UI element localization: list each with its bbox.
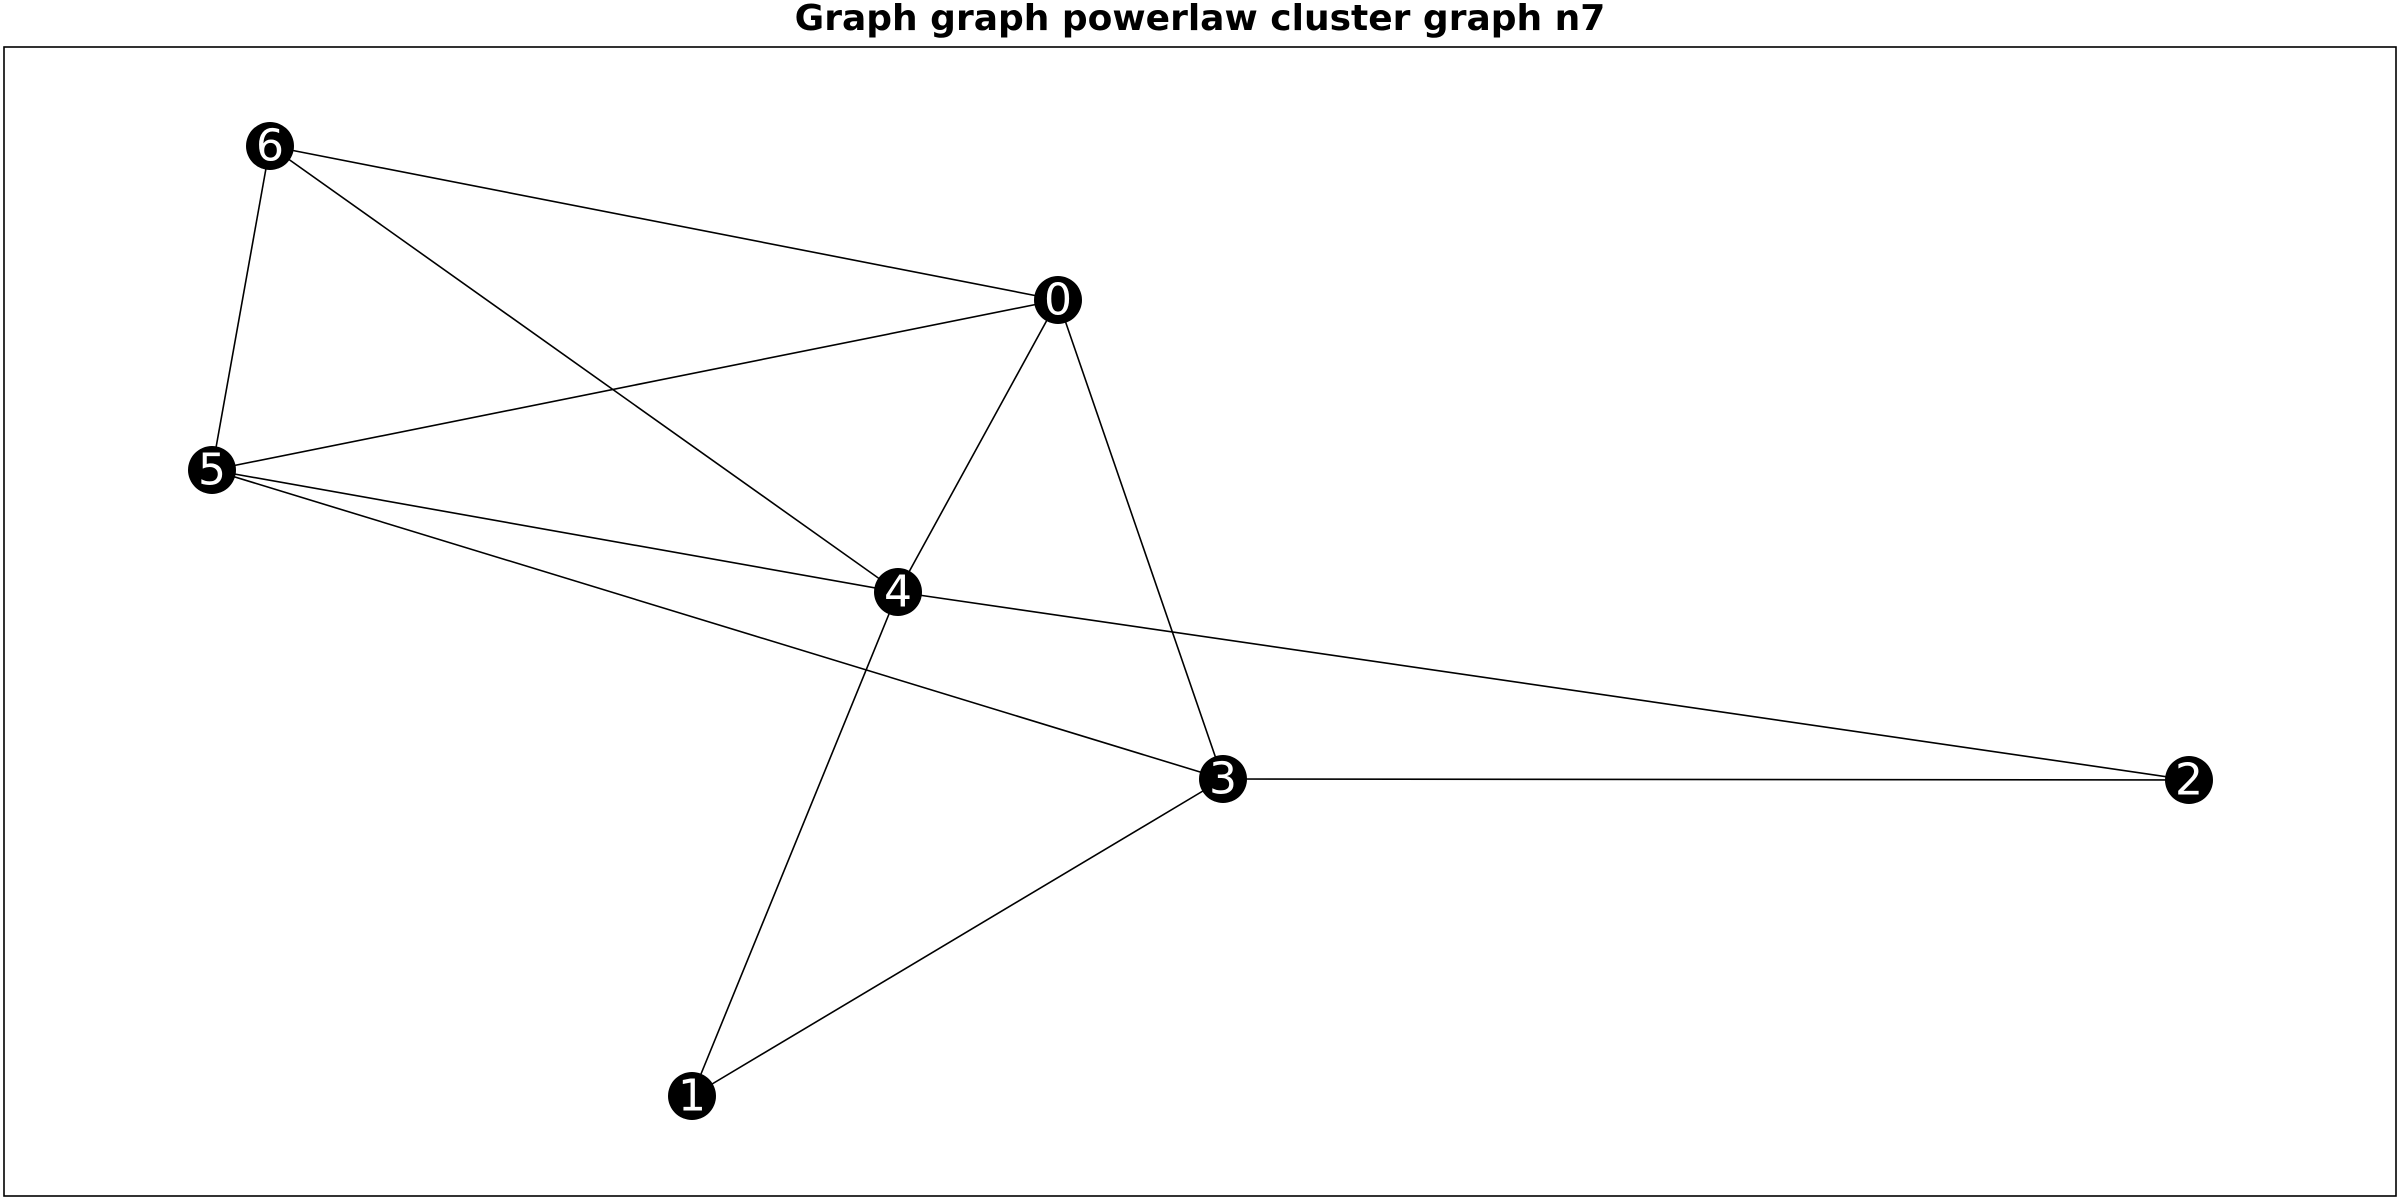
- node-label-3: 3: [1209, 754, 1237, 805]
- node-4: 4: [874, 567, 922, 618]
- node-circle-0: [1034, 276, 1082, 324]
- edge-6-5: [211, 145, 271, 471]
- node-6: 6: [246, 121, 294, 172]
- edge-6-0: [269, 145, 1059, 301]
- edge-3-1: [691, 778, 1224, 1097]
- node-2: 2: [2165, 755, 2213, 806]
- edge-5-4: [211, 469, 899, 593]
- edge-4-2: [897, 591, 2190, 781]
- node-label-0: 0: [1044, 275, 1072, 326]
- edge-0-3: [1057, 299, 1224, 780]
- edge-6-4: [269, 145, 899, 593]
- edge-0-5: [211, 299, 1059, 471]
- node-circle-3: [1199, 755, 1247, 803]
- plot-frame: [3, 46, 2397, 1197]
- node-label-6: 6: [256, 121, 284, 172]
- node-label-2: 2: [2175, 755, 2203, 806]
- node-1: 1: [668, 1071, 716, 1122]
- graph-title: Graph graph powerlaw cluster graph n7: [794, 0, 1606, 39]
- nodes-layer: 0 1 2 3 4 5 6: [188, 121, 2213, 1122]
- node-circle-4: [874, 568, 922, 616]
- edge-3-2: [1222, 778, 2190, 781]
- node-circle-1: [668, 1072, 716, 1120]
- edges-layer: [211, 145, 2190, 1097]
- node-label-1: 1: [678, 1071, 706, 1122]
- edge-4-1: [691, 591, 899, 1097]
- node-0: 0: [1034, 275, 1082, 326]
- node-circle-6: [246, 122, 294, 170]
- edge-0-4: [897, 299, 1059, 593]
- node-label-5: 5: [198, 445, 226, 496]
- node-circle-5: [188, 446, 236, 494]
- node-3: 3: [1199, 754, 1247, 805]
- node-label-4: 4: [884, 567, 912, 618]
- node-circle-2: [2165, 756, 2213, 804]
- node-5: 5: [188, 445, 236, 496]
- edge-5-3: [211, 469, 1224, 780]
